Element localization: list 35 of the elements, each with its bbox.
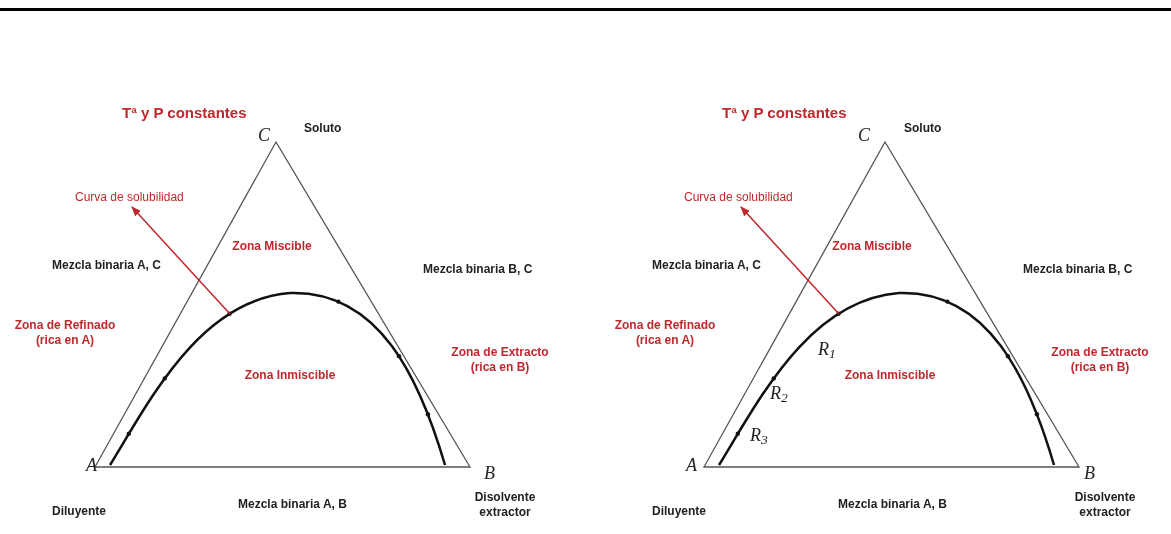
region-label: Diluyente [52, 504, 106, 519]
vertex-letter: A [686, 454, 697, 477]
region-label: Diluyente [652, 504, 706, 519]
region-label: Mezcla binaria B, C [423, 262, 533, 277]
zone-label: Zona Inmiscible [844, 368, 936, 383]
vertex-letter: B [1084, 462, 1095, 485]
callout-text: Curva de solubilidad [75, 188, 184, 206]
region-label: Mezcla binaria A, C [52, 258, 161, 273]
condition-note: Tª y P constantes [122, 104, 247, 123]
vertex-letter: C [858, 124, 870, 147]
region-label: Disolvente extractor [473, 490, 537, 520]
zone-label: Zona Inmiscible [244, 368, 336, 383]
callout-text: Curva de solubilidad [684, 188, 793, 206]
vertex-letter: A [86, 454, 97, 477]
zone-label: Zona Miscible [832, 239, 912, 254]
leader-arrow [131, 206, 231, 315]
vertex-letter: R$_{3}$ [750, 424, 768, 447]
region-label: Mezcla binaria A, B [838, 497, 947, 512]
vertex-letter: C [258, 124, 270, 147]
region-label: Soluto [304, 121, 342, 136]
region-label: Soluto [904, 121, 942, 136]
zone-label: Zona de Refinado (rica en A) [13, 318, 117, 348]
zone-label: Zona de Refinado (rica en A) [613, 318, 717, 348]
zone-label: Zona Miscible [232, 239, 312, 254]
region-label: Mezcla binaria A, B [238, 497, 347, 512]
region-label: Disolvente extractor [1073, 490, 1137, 520]
vertex-letter: B [484, 462, 495, 485]
region-label: Mezcla binaria A, C [652, 258, 761, 273]
condition-note: Tª y P constantes [722, 104, 847, 123]
vertex-letter: R$_{2}$ [770, 382, 788, 405]
region-label: Mezcla binaria B, C [1023, 262, 1133, 277]
vertex-letter: R$_{1}$ [818, 338, 836, 361]
zone-label: Zona de Extracto (rica en B) [1050, 345, 1150, 375]
leader-arrow [740, 206, 840, 315]
zone-label: Zona de Extracto (rica en B) [450, 345, 550, 375]
